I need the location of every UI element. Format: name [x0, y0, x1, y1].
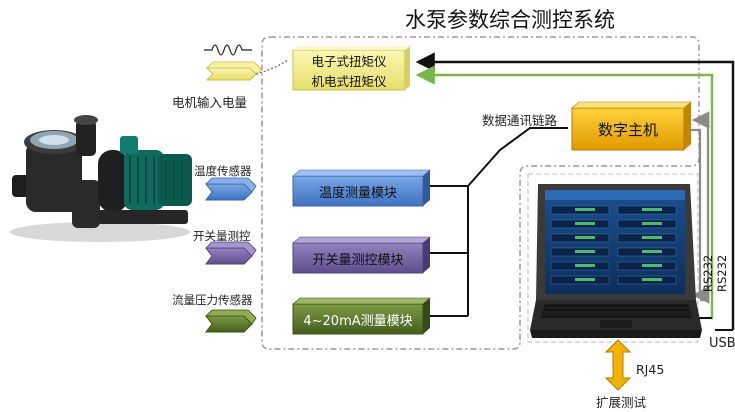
rj45-double-arrow	[604, 339, 632, 391]
comm-link-label: 数据通讯链路	[482, 113, 558, 128]
current-module-label: 4~20mA测量模块	[303, 313, 413, 329]
rs232-arrows	[690, 111, 710, 304]
expansion-test-label: 扩展测试	[596, 395, 647, 410]
mechanical-torque-label: 机电式扭矩仪	[311, 73, 387, 89]
temperature-module-box	[292, 169, 431, 207]
torque-box	[292, 46, 410, 91]
electronic-torque-label: 电子式扭矩仪	[311, 53, 387, 69]
data-bus-lines	[430, 127, 568, 317]
motor-power-label: 电机输入电量	[172, 95, 248, 110]
sine-wave-icon	[204, 44, 252, 56]
host-label: 数字主机	[597, 120, 658, 139]
usb-to-electronic-arrow	[415, 52, 735, 330]
laptop-image	[530, 184, 702, 338]
water-pump-image	[10, 115, 192, 242]
power-dotted-link	[255, 59, 289, 75]
switch-input-arrow	[205, 241, 257, 265]
usb-label: USB	[709, 336, 735, 351]
switch-module-label: 开关量测控模块	[312, 252, 404, 268]
switch-control-label: 开关量测控	[193, 229, 251, 243]
rs232-label-b: RS232	[715, 254, 729, 292]
temperature-module-label: 温度测量模块	[318, 185, 397, 201]
switch-module-box	[292, 236, 431, 274]
current-module-box	[292, 297, 431, 335]
temperature-input-arrow	[205, 177, 257, 201]
flow-pressure-input-arrow	[205, 309, 257, 333]
power-input-arrow	[205, 61, 263, 81]
temperature-sensor-label: 温度传感器	[194, 164, 252, 178]
host-box	[571, 101, 692, 151]
rj45-label: RJ45	[636, 362, 665, 377]
page-title: 水泵参数综合测控系统	[405, 8, 615, 32]
laptop-boundary	[527, 173, 699, 343]
rs232-label-a: RS232	[701, 254, 715, 292]
flow-pressure-sensor-label: 流量压力传感器	[172, 293, 253, 307]
